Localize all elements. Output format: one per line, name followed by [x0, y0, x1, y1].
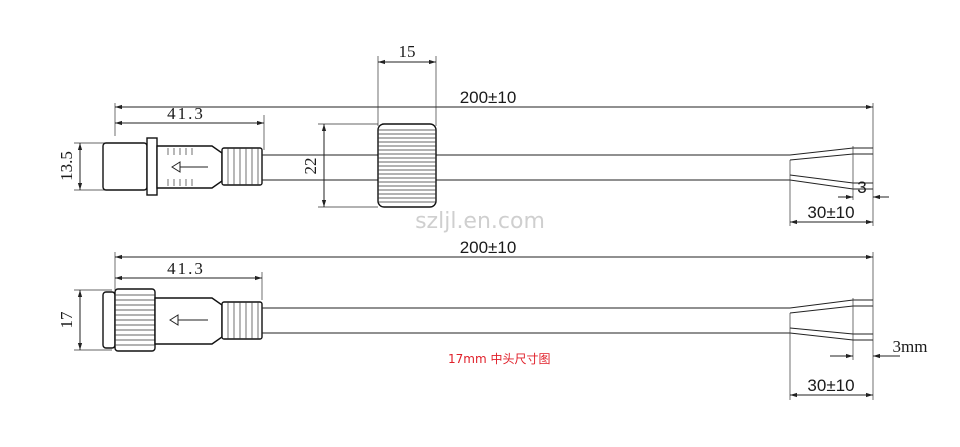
top-plug-length-label: 41.3: [167, 104, 205, 123]
top-coupling-nut: [377, 123, 437, 208]
top-plug-head: [102, 142, 148, 191]
top-nut-width-label: 15: [399, 42, 416, 61]
top-plug-flange: [146, 137, 158, 196]
bottom-plug-arrow-icon: [169, 314, 208, 326]
bottom-overall-length-label: 200±10: [460, 238, 517, 257]
bottom-connector-drawing: 200±10 41.3 17: [57, 238, 927, 400]
bottom-wire-2: [789, 327, 873, 335]
caption-17mm-head: 17mm 中头尺寸图: [448, 352, 551, 366]
bottom-strip-long-label: 30±10: [807, 376, 854, 395]
bottom-wire-1: [789, 299, 873, 309]
bottom-strip-short-label: 3mm: [893, 337, 928, 356]
top-overall-length-label: 200±10: [460, 88, 517, 107]
bottom-plug-cap: [102, 291, 116, 349]
top-plug-arrow-icon: [171, 161, 208, 173]
top-strip-long-label: 30±10: [807, 203, 854, 222]
top-plug-diameter-label: 13.5: [57, 151, 76, 181]
bottom-plug-length-label: 41.3: [167, 259, 205, 278]
top-nut-diameter-label: 22: [301, 158, 320, 175]
top-plug-knurl: [167, 148, 193, 186]
watermark: szljl.en.com: [415, 209, 545, 234]
top-strip-short-label: 3: [857, 178, 866, 197]
bottom-plug-diameter-label: 17: [57, 311, 76, 329]
bottom-plug-sleeve: [154, 297, 223, 345]
top-connector-drawing: 200±10 41.3 15 13.5 22: [57, 42, 889, 226]
